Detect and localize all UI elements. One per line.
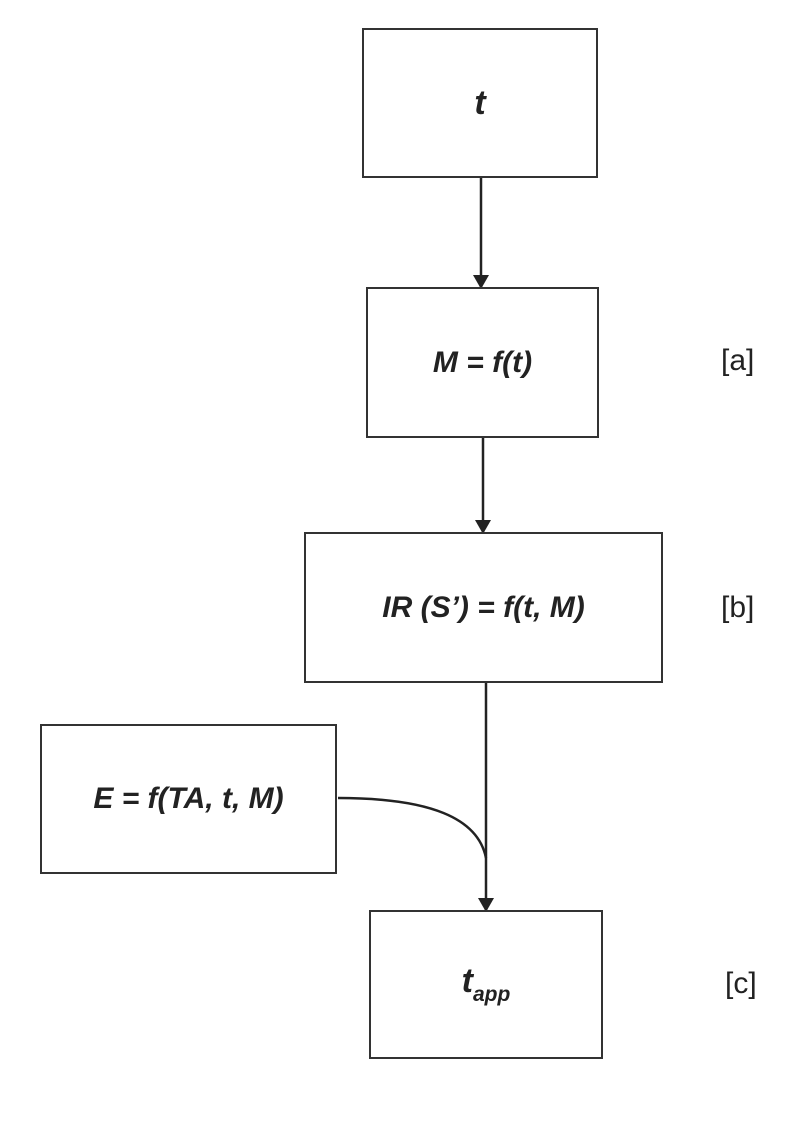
tag-a: [a]	[721, 344, 754, 378]
node-tapp-subscript: app	[473, 983, 510, 1006]
node-e-label: E = f(TA, t, M)	[93, 782, 283, 816]
node-ir: IR (S’) = f(t, M)	[304, 532, 663, 683]
node-t-label: t	[474, 84, 485, 123]
node-tapp-label: tapp	[462, 962, 511, 1007]
edge-e-to-tapp	[338, 798, 486, 858]
node-e: E = f(TA, t, M)	[40, 724, 337, 874]
node-m-label: M = f(t)	[433, 346, 532, 380]
node-t: t	[362, 28, 598, 178]
node-tapp: tapp	[369, 910, 603, 1059]
node-m: M = f(t)	[366, 287, 599, 438]
tag-c: [c]	[725, 967, 757, 1001]
tag-b: [b]	[721, 591, 754, 625]
node-tapp-base: t	[462, 962, 473, 1000]
node-ir-label: IR (S’) = f(t, M)	[382, 591, 584, 625]
